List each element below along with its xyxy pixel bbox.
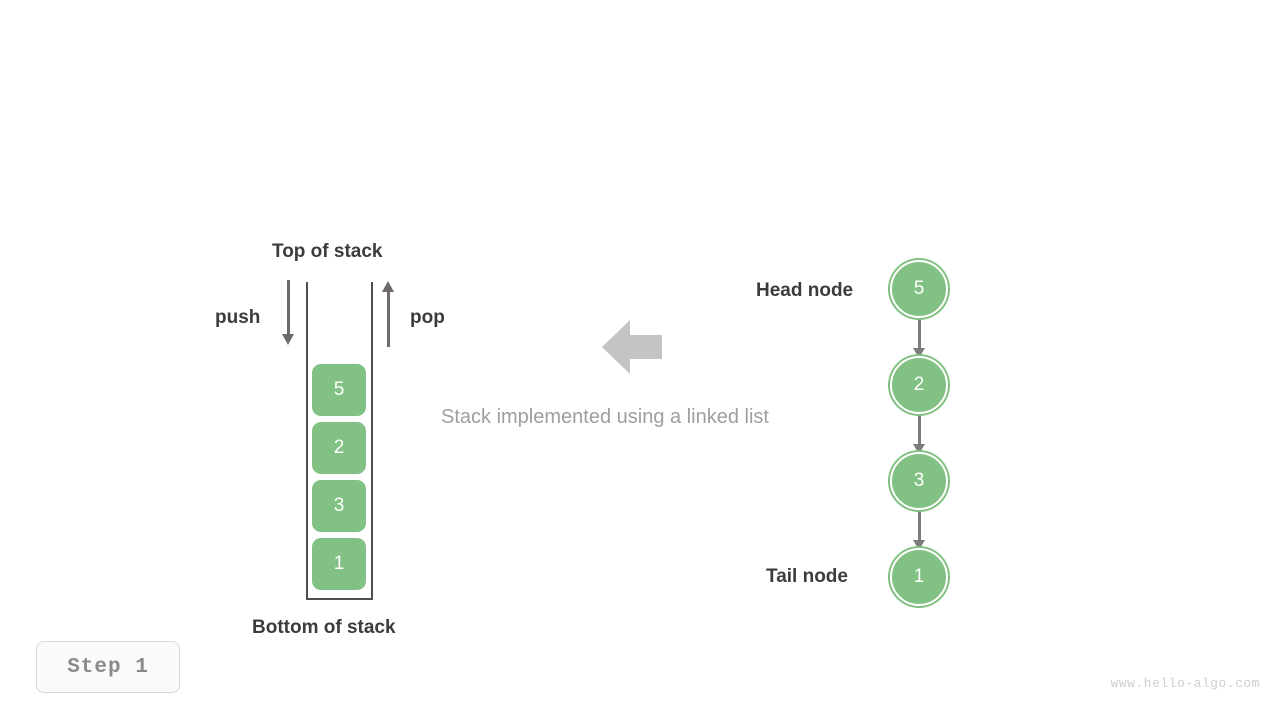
linked-list-link-head-icon — [913, 348, 925, 358]
stack-cell: 3 — [312, 480, 366, 532]
stack-cell: 1 — [312, 538, 366, 590]
top-of-stack-label: Top of stack — [272, 241, 383, 262]
push-arrow-line — [287, 280, 290, 336]
stack-container-floor — [306, 598, 373, 600]
pop-arrow-line — [387, 291, 390, 347]
step-badge: Step 1 — [36, 641, 180, 693]
pop-label: pop — [410, 307, 445, 328]
linked-list-node: 3 — [890, 452, 948, 510]
linked-list-link-line — [918, 416, 921, 446]
push-label: push — [215, 307, 261, 328]
transform-arrow-icon — [602, 318, 662, 381]
linked-list-link-line — [918, 512, 921, 542]
linked-list-node: 2 — [890, 356, 948, 414]
diagram-caption: Stack implemented using a linked list — [441, 406, 769, 428]
linked-list-node: 5 — [890, 260, 948, 318]
stack-container-right-wall — [371, 282, 373, 600]
stack-cell: 2 — [312, 422, 366, 474]
bottom-of-stack-label: Bottom of stack — [252, 617, 396, 638]
watermark: www.hello-algo.com — [1110, 676, 1260, 691]
push-arrow-head-icon — [282, 334, 294, 345]
stack-cell: 5 — [312, 364, 366, 416]
linked-list-link-line — [918, 320, 921, 350]
stack-container-left-wall — [306, 282, 308, 600]
linked-list-link-head-icon — [913, 540, 925, 550]
tail-node-label: Tail node — [766, 566, 848, 587]
pop-arrow-head-icon — [382, 281, 394, 292]
linked-list-link-head-icon — [913, 444, 925, 454]
head-node-label: Head node — [756, 280, 854, 301]
linked-list-node: 1 — [890, 548, 948, 606]
